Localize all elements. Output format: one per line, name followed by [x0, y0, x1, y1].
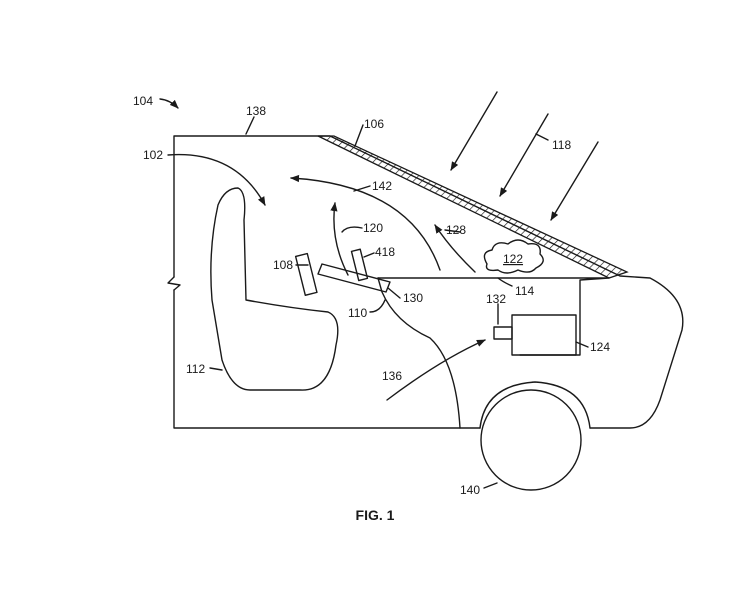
- heat-cloud: [483, 239, 544, 274]
- ref-114: 114: [515, 284, 534, 298]
- vehicle-body-outline: [173, 135, 684, 429]
- ref-418: 418: [375, 245, 395, 259]
- leader-142: [353, 185, 371, 192]
- ref-124: 124: [590, 340, 610, 354]
- windshield: [317, 135, 629, 279]
- sun-ray-2: [499, 113, 549, 197]
- sun-ray-1: [450, 91, 498, 171]
- wheel-well-arch: [479, 381, 591, 429]
- ref-138: 138: [246, 104, 266, 118]
- ref-102: 102: [143, 148, 163, 162]
- dashboard-underside: [377, 277, 461, 429]
- steering-column: [317, 263, 391, 293]
- leader-112: [209, 367, 223, 371]
- ref-130: 130: [403, 291, 423, 305]
- leader-110: [369, 299, 386, 313]
- leader-138: [245, 116, 255, 135]
- steering-wheel: [294, 252, 318, 296]
- leader-130: [387, 287, 401, 299]
- steering-column-cover: [350, 248, 369, 282]
- leader-124: [575, 341, 589, 348]
- leader-128: [444, 229, 461, 233]
- airflow-arrow-120: [330, 202, 349, 276]
- ref-122: 122: [503, 252, 523, 266]
- ref-118: 118: [552, 138, 571, 152]
- leader-114: [497, 277, 513, 287]
- ref-120: 120: [363, 221, 383, 235]
- leader-140: [483, 482, 498, 489]
- dashboard: [377, 277, 610, 356]
- wheel: [480, 389, 582, 491]
- leader-418: [363, 252, 375, 258]
- sun-ray-3: [550, 141, 599, 221]
- rear-wall-break: [167, 276, 181, 291]
- ref-132: 132: [486, 292, 506, 306]
- arrow-102: [167, 153, 266, 206]
- vent-nozzle: [493, 326, 513, 340]
- leader-118: [535, 133, 549, 141]
- ref-136: 136: [382, 369, 402, 383]
- leader-106: [354, 124, 364, 147]
- airflow-arrow-142: [290, 174, 441, 271]
- airflow-arrow-128: [434, 224, 476, 273]
- seat: [210, 187, 339, 391]
- ref-142: 142: [372, 179, 392, 193]
- ref-110: 110: [348, 306, 367, 320]
- ref-106: 106: [364, 117, 384, 131]
- ref-112: 112: [186, 362, 205, 376]
- hvac-unit: [511, 314, 577, 356]
- leader-120: [341, 226, 363, 233]
- ref-108: 108: [273, 258, 293, 272]
- ref-140: 140: [460, 483, 480, 497]
- indicator-arrow-104: [159, 98, 179, 109]
- ref-128: 128: [446, 223, 466, 237]
- airflow-arrow-136: [386, 339, 486, 401]
- ref-104: 104: [133, 94, 153, 108]
- figure-caption: FIG. 1: [356, 507, 395, 523]
